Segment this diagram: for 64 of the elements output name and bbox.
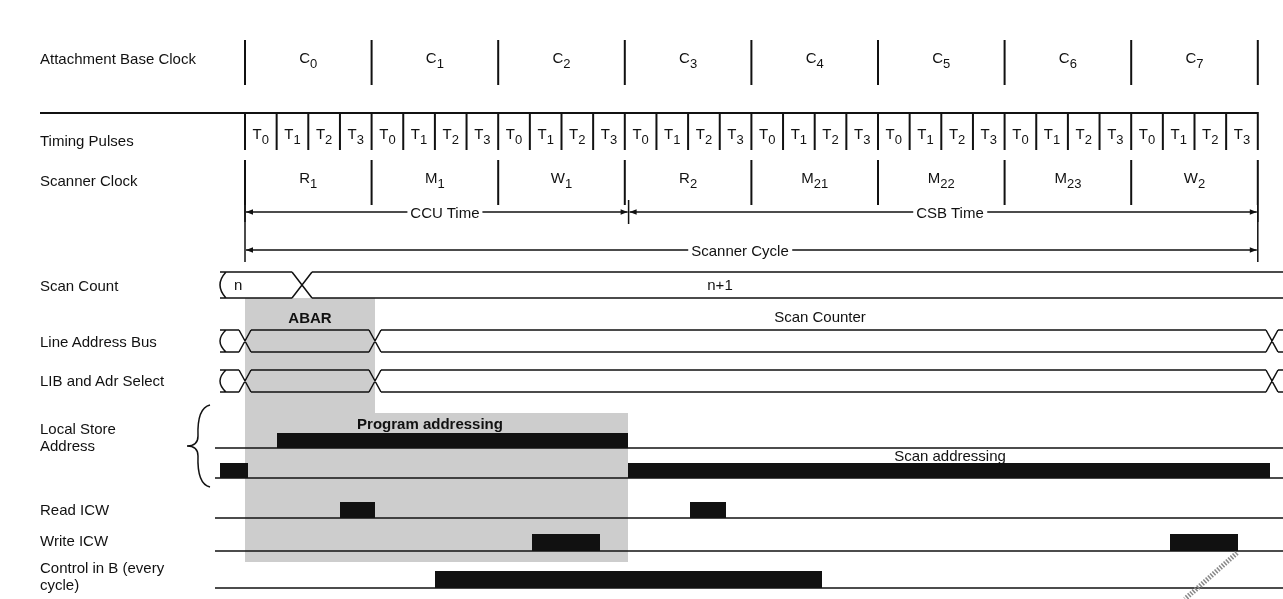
timing-pulse-label: T$_{2}$ [695,124,713,148]
timing-pulse-label: T$_{2}$ [569,124,586,148]
clock-phase-label: C$_{0}$ [299,48,318,72]
row-label: Control in B (every cycle) [40,559,166,593]
timing-pulse-label: T$_{2}$ [948,124,966,148]
timing-pulse-label: T$_{2}$ [1075,124,1092,148]
bus-value-label: ABAR [288,308,332,326]
row-label: Scanner Clock [40,171,138,189]
row-label: Read ICW [40,500,110,518]
timing-pulse-label: T$_{0}$ [759,124,776,148]
clock-phase-label: C$_{6}$ [1058,48,1077,72]
clock-phase-label: C$_{7}$ [1185,48,1204,72]
clock-phase-label: W$_{2}$ [1183,168,1206,192]
timing-pulse-label: T$_{2}$ [315,124,333,148]
timing-pulse-label: T$_{0}$ [252,124,269,148]
signal-value-label: Program addressing [357,414,503,432]
clock-phase-label: R$_{2}$ [679,168,698,192]
clock-phase-label: C$_{3}$ [679,48,698,72]
timing-pulse-label: T$_{3}$ [474,124,491,148]
clock-phase-label: R$_{1}$ [299,168,318,192]
row-label: Scan Count [40,276,119,294]
bus-value-label: n [234,275,243,293]
signal-value-label: Scan addressing [894,450,1006,462]
timing-pulse-label: T$_{0}$ [885,124,902,148]
clock-phase-label: C$_{4}$ [805,48,824,72]
bus-value-label: Scan Counter [774,307,866,325]
timing-pulse-label: T$_{0}$ [1012,124,1029,148]
row-label: Local Store Address [40,420,117,454]
bus-value-label: n+1 [707,275,733,293]
clock-phase-label: W$_{1}$ [550,168,573,192]
timing-pulse-label: T$_{0}$ [505,124,523,148]
timing-pulse-label: T$_{1}$ [790,124,808,148]
timing-pulse-label: T$_{2}$ [822,124,839,148]
timing-pulse-label: T$_{0}$ [1138,124,1156,148]
timing-pulse-label: T$_{1}$ [410,124,428,148]
clock-phase-label: C$_{5}$ [932,48,951,72]
timing-pulse-label: T$_{1}$ [284,124,301,148]
row-label: Attachment Base Clock [40,49,196,67]
timing-pulse-label: T$_{1}$ [537,124,554,148]
timing-pulse-label: T$_{3}$ [1233,124,1251,148]
timing-pulse-label: T$_{3}$ [347,124,364,148]
clock-phase-label: M$_{21}$ [801,168,829,192]
timing-pulse-label: T$_{1}$ [1170,124,1187,148]
clock-phase-label: M$_{22}$ [927,168,955,192]
row-label: Line Address Bus [40,332,157,350]
clock-phase-label: M$_{1}$ [425,168,445,192]
timing-pulse-label: T$_{3}$ [853,124,871,148]
timing-pulse-label: T$_{0}$ [632,124,649,148]
timing-pulse-label: T$_{3}$ [1107,124,1124,148]
timing-pulse-label: T$_{3}$ [727,124,744,148]
timing-pulse-label: T$_{3}$ [600,124,618,148]
timing-pulse-label: T$_{0}$ [379,124,396,148]
clock-phase-label: C$_{1}$ [425,48,444,72]
timing-pulse-label: T$_{2}$ [1202,124,1219,148]
timing-pulse-label: T$_{3}$ [980,124,997,148]
row-label: Write ICW [40,531,109,549]
row-label: LIB and Adr Select [40,371,165,389]
row-label: Timing Pulses [40,131,134,149]
clock-phase-label: C$_{2}$ [552,48,571,72]
timing-pulse-label: T$_{2}$ [442,124,459,148]
timing-pulse-label: T$_{1}$ [664,124,681,148]
clock-phase-label: M$_{23}$ [1054,168,1082,192]
timing-pulse-label: T$_{1}$ [1043,124,1061,148]
timing-pulse-label: T$_{1}$ [917,124,934,148]
